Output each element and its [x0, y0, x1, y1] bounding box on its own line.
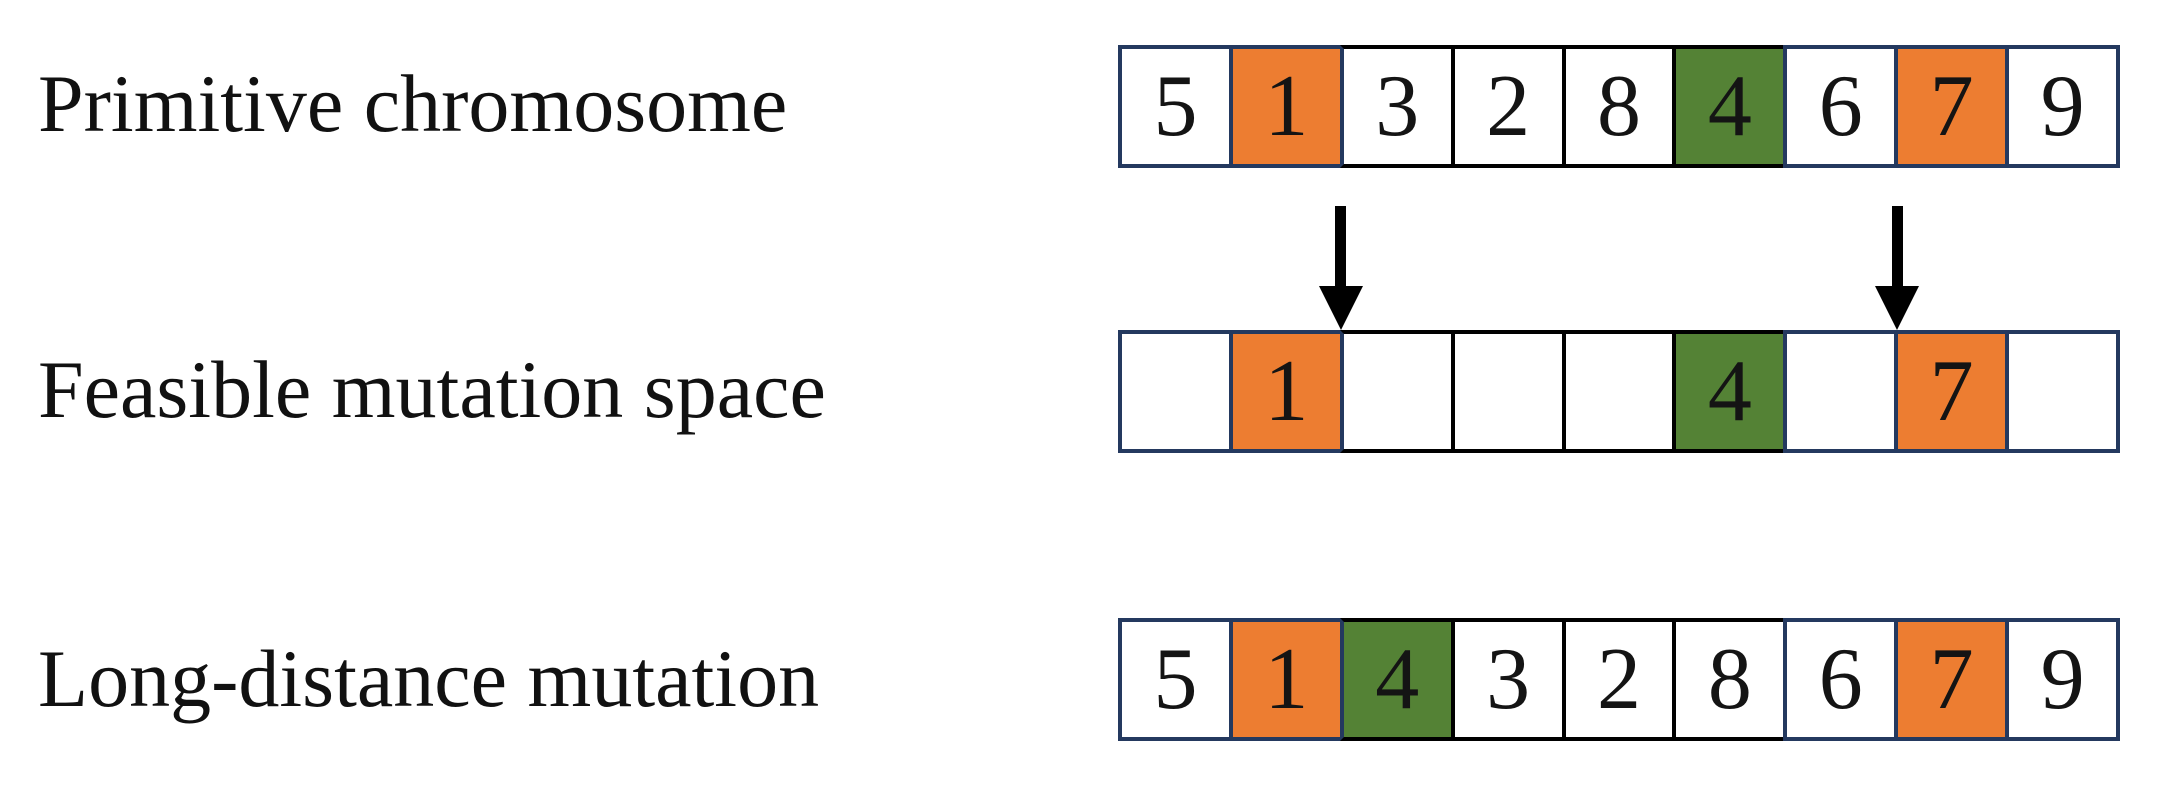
- chromosome-cell-3: 3: [1450, 618, 1566, 741]
- mutation-point-arrow-left: [1318, 206, 1363, 330]
- arrow-head: [1875, 286, 1920, 330]
- chromosome-cell-1: 1: [1228, 330, 1344, 453]
- chromosome-cell-3: 3: [1339, 45, 1455, 168]
- chromosome-cell-6: 6: [1783, 618, 1899, 741]
- chromosome-cell-9: 9: [2005, 618, 2121, 741]
- chromosome-cell-empty: [2005, 330, 2121, 453]
- arrow-shaft: [1335, 206, 1347, 286]
- chromosome-cell-6: 6: [1783, 45, 1899, 168]
- chromosome-cell-empty: [1118, 330, 1233, 453]
- row-label-primitive-chromosome: Primitive chromosome: [38, 58, 788, 149]
- chromosome-cell-4: 4: [1339, 618, 1455, 741]
- chromosome-cell-7: 7: [1894, 618, 2010, 741]
- row-label-feasible-mutation-space: Feasible mutation space: [38, 344, 826, 435]
- chromosome-cell-1: 1: [1228, 45, 1344, 168]
- chromosome-cell-7: 7: [1894, 45, 2010, 168]
- mutation-point-arrow-right: [1875, 206, 1920, 330]
- chromosome-cell-1: 1: [1228, 618, 1344, 741]
- chromosome-cell-2: 2: [1561, 618, 1677, 741]
- chromosome-cell-empty: [1783, 330, 1899, 453]
- chromosome-cell-4: 4: [1672, 45, 1788, 168]
- chromosome-cell-8: 8: [1672, 618, 1788, 741]
- arrow-head: [1318, 286, 1363, 330]
- chromosome-cell-empty: [1450, 330, 1566, 453]
- row-label-long-distance-mutation: Long-distance mutation: [38, 633, 820, 724]
- chromosome-cell-4: 4: [1672, 330, 1788, 453]
- chromosome-cell-empty: [1339, 330, 1455, 453]
- chromosome-cell-5: 5: [1118, 45, 1233, 168]
- chromosome-cell-8: 8: [1561, 45, 1677, 168]
- chromosome-cell-2: 2: [1450, 45, 1566, 168]
- chromosome-cell-empty: [1561, 330, 1677, 453]
- chromosome-cell-7: 7: [1894, 330, 2010, 453]
- chromosome-cell-9: 9: [2005, 45, 2121, 168]
- chromosome-cell-5: 5: [1118, 618, 1233, 741]
- arrow-shaft: [1891, 206, 1903, 286]
